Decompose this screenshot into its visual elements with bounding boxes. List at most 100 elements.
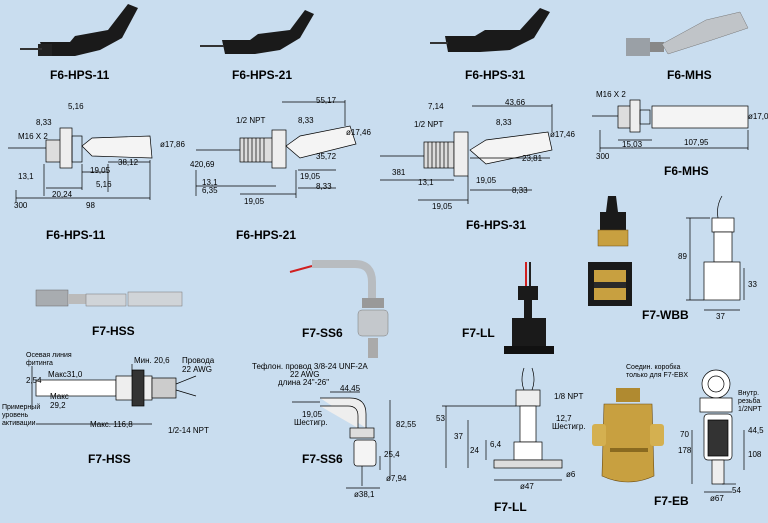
photo-f6-hps-11: [20, 4, 138, 56]
dim-label: 6,4: [490, 440, 502, 449]
caption-photo-f6-mhs: F6-MHS: [667, 68, 712, 82]
dim-label: 54: [732, 486, 741, 495]
dim-label: 8,33: [316, 182, 332, 191]
dim-label: 6,35: [202, 186, 218, 195]
dim-label: 25,4: [384, 450, 400, 459]
drawing-f6-hps-11: [8, 127, 153, 202]
dim-label: 7,14: [428, 102, 444, 111]
dim-label: 43,66: [505, 98, 526, 107]
drawing-f7-ss6: [292, 391, 391, 489]
photo-f7-ss6: [289, 260, 389, 358]
dim-label: 1/8 NPT: [554, 392, 584, 401]
dim-label: ø6: [566, 470, 576, 479]
photo-f7-ll: [504, 262, 554, 354]
dim-label: 8,33: [298, 116, 314, 125]
dim-label: M16 X 2: [18, 132, 48, 141]
caption-f7-ll: F7-LL: [494, 500, 527, 514]
dim-label: ø38,1: [354, 490, 375, 499]
dim-label: 19,05: [476, 176, 497, 185]
dim-label: Провода 22 AWG: [182, 356, 215, 374]
dim-label: 13,1: [18, 172, 34, 181]
dim-label: 37: [716, 312, 725, 321]
dim-label: 89: [678, 252, 687, 261]
dim-label: 381: [392, 168, 406, 177]
dim-label: 1/2 NPT: [414, 120, 444, 129]
dim-label: 37: [454, 432, 463, 441]
dim-label: ø47: [520, 482, 534, 491]
dim-label: 300: [14, 201, 28, 210]
photo-f7-eb: [592, 388, 664, 483]
dim-label: 33: [748, 280, 757, 289]
caption-photo-f7-ss6: F7-SS6: [302, 326, 343, 340]
dim-label: 19,05: [432, 202, 453, 211]
dim-label: Шестигр.: [294, 418, 328, 427]
photo-f7-wbb: [588, 196, 632, 306]
dim-label: 19,05: [302, 410, 323, 419]
caption-photo-f7-hss: F7-HSS: [92, 324, 135, 338]
dim-label: M16 X 2: [596, 90, 626, 99]
dim-label: Макс 29,2: [50, 392, 69, 410]
dim-label: Тефлон. провод 3/8-24 UNF-2A: [252, 362, 368, 371]
dim-label: 98: [86, 201, 95, 210]
dim-label: Мин. 20,6: [134, 356, 170, 365]
dim-label: 5,16: [68, 102, 84, 111]
caption-f7-hss: F7-HSS: [88, 452, 131, 466]
dim-label: 5,16: [96, 180, 112, 189]
caption-f6-mhs: F6-MHS: [664, 164, 709, 178]
drawing-f6-hps-31: [380, 104, 553, 204]
photo-f6-hps-21: [200, 10, 314, 54]
dim-label: 1/2-14 NPT: [168, 426, 209, 435]
dim-label: 44,45: [340, 384, 361, 393]
photo-f7-hss: [35, 289, 183, 307]
dim-label: Шестигр.: [552, 422, 586, 431]
caption-f6-hps-21: F6-HPS-21: [236, 228, 297, 242]
photo-f6-hps-31: [430, 8, 550, 52]
dim-label: ø67: [710, 494, 724, 503]
caption-photo-f6-hps-21: F6-HPS-21: [232, 68, 293, 82]
caption-f7-ss6: F7-SS6: [302, 452, 343, 466]
drawing-f7-wbb: [686, 195, 745, 311]
caption-f6-hps-31: F6-HPS-31: [466, 218, 527, 232]
dim-label: 55,17: [316, 96, 337, 105]
dim-label: ø17,07: [748, 112, 768, 121]
dim-label: ø7,94: [386, 474, 407, 483]
dim-label: 108: [748, 450, 762, 459]
dim-label: 24: [470, 446, 479, 455]
caption-f7-wbb: F7-WBB: [642, 308, 689, 322]
caption-photo-f7-ll: F7-LL: [462, 326, 495, 340]
dim-label: Макс. 116,8: [90, 420, 133, 429]
dim-label: 53: [436, 414, 445, 423]
dim-label: 19,05: [244, 197, 265, 206]
drawing-f6-mhs: [592, 99, 749, 152]
dim-label: 19,05: [300, 172, 321, 181]
dim-label: 2,54: [26, 376, 42, 385]
dim-label: 178: [678, 446, 692, 455]
caption-f7-eb: F7-EB: [654, 494, 689, 508]
dim-label: Внутр. резьба 1/2NPT: [738, 390, 762, 413]
dim-label: 8,33: [512, 186, 528, 195]
caption-f6-hps-11: F6-HPS-11: [46, 228, 106, 242]
dim-label: Осевая линия фитинга: [26, 352, 72, 367]
drawing-f7-ll: [442, 367, 563, 481]
dim-label: ø17,46: [346, 128, 371, 137]
dim-label: ø17,86: [160, 140, 185, 149]
dim-label: Соедин. коробка только для F7-EBX: [626, 364, 688, 379]
drawing-f7-hss: [31, 364, 197, 425]
dim-label: 13,1: [202, 178, 218, 187]
dim-label: 420,69: [190, 160, 215, 169]
dim-label: 70: [680, 430, 689, 439]
dim-label: 82,55: [396, 420, 417, 429]
dim-label: 22 AWG: [290, 370, 320, 379]
caption-photo-f6-hps-31: F6-HPS-31: [465, 68, 526, 82]
dim-label: Примерный уровень активации: [2, 404, 41, 427]
photo-f6-mhs: [626, 11, 749, 56]
dim-label: 38,12: [118, 158, 139, 167]
dim-label: 1/2 NPT: [236, 116, 266, 125]
drawing-f7-eb: [691, 369, 745, 493]
dim-label: 19,05: [90, 166, 111, 175]
dim-label: Макс31,0: [48, 370, 83, 379]
dim-label: 44,5: [748, 426, 764, 435]
dim-label: ø17,46: [550, 130, 575, 139]
